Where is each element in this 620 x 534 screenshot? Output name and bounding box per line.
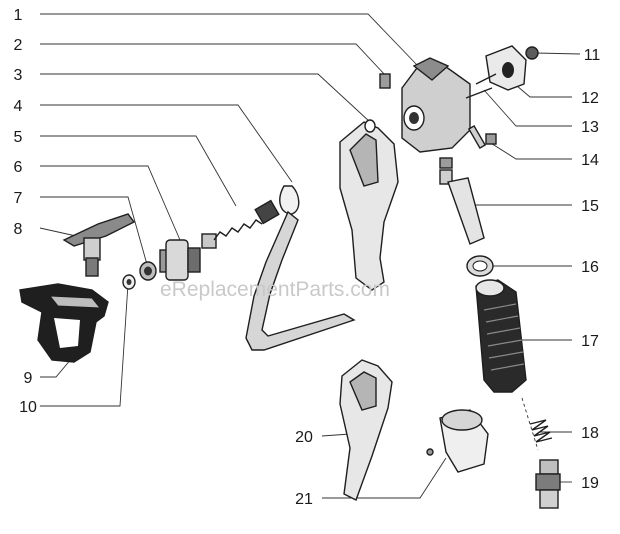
part-clamp-21 <box>426 409 489 473</box>
callout-9: 9 <box>24 370 33 387</box>
part-o-ring-16 <box>466 255 494 277</box>
part-spring-18 <box>529 419 553 443</box>
callout-18: 18 <box>581 425 599 442</box>
leader-20 <box>321 433 351 437</box>
callout-15: 15 <box>581 198 599 215</box>
part-tip-seal-10 <box>122 274 136 290</box>
leader-2 <box>40 43 387 77</box>
leader-14 <box>485 139 572 160</box>
callout-16: 16 <box>581 259 599 276</box>
leader-13 <box>483 89 572 127</box>
part-seal-7 <box>139 261 157 281</box>
part-fitting-2 <box>379 73 391 89</box>
leader-1 <box>40 13 419 67</box>
callout-4: 4 <box>14 98 23 115</box>
part-handle-20 <box>339 359 393 501</box>
callout-19: 19 <box>581 475 599 492</box>
part-filter-tube <box>439 157 485 245</box>
part-needle-spring <box>201 199 280 249</box>
part-diffuser-housing <box>159 239 201 281</box>
callout-7: 7 <box>14 190 23 207</box>
leader-21 <box>322 457 447 499</box>
leader-4 <box>40 104 293 183</box>
callout-17: 17 <box>581 333 599 350</box>
callout-13: 13 <box>581 119 599 136</box>
part-swivel-19 <box>535 459 561 509</box>
watermark-text: eReplacementParts.com <box>160 278 390 301</box>
part-trigger <box>245 185 356 351</box>
leader-7 <box>40 196 149 269</box>
callout-21: 21 <box>295 491 313 508</box>
callout-numbers: 1 2 3 4 5 6 7 8 9 10 11 12 13 14 15 16 1… <box>14 7 601 508</box>
leader-6 <box>40 165 181 241</box>
part-gun-head <box>401 57 471 153</box>
parts <box>19 45 561 509</box>
part-cap-12 <box>485 45 527 91</box>
callout-3: 3 <box>14 67 23 84</box>
part-nut-11 <box>525 46 539 60</box>
leader-8 <box>39 227 77 237</box>
part-grip-cover <box>475 279 527 393</box>
leader-9 <box>40 357 73 378</box>
callout-5: 5 <box>14 129 23 146</box>
part-bolt-14 <box>467 125 497 149</box>
part-tip-guard <box>19 283 109 363</box>
part-spray-tip <box>62 213 136 277</box>
leader-11 <box>535 52 581 55</box>
callout-6: 6 <box>14 159 23 176</box>
part-handle <box>339 119 399 291</box>
callout-2: 2 <box>14 37 23 54</box>
part-pins-13 <box>465 73 497 99</box>
leader-10 <box>40 283 129 407</box>
leader-3 <box>40 73 371 123</box>
callout-10: 10 <box>19 399 37 416</box>
callout-8: 8 <box>14 221 23 238</box>
callout-20: 20 <box>295 429 313 446</box>
callout-11: 11 <box>584 47 601 64</box>
callout-1: 1 <box>14 7 23 24</box>
leader-5 <box>40 135 237 207</box>
callout-14: 14 <box>581 152 599 169</box>
callout-12: 12 <box>581 90 599 107</box>
